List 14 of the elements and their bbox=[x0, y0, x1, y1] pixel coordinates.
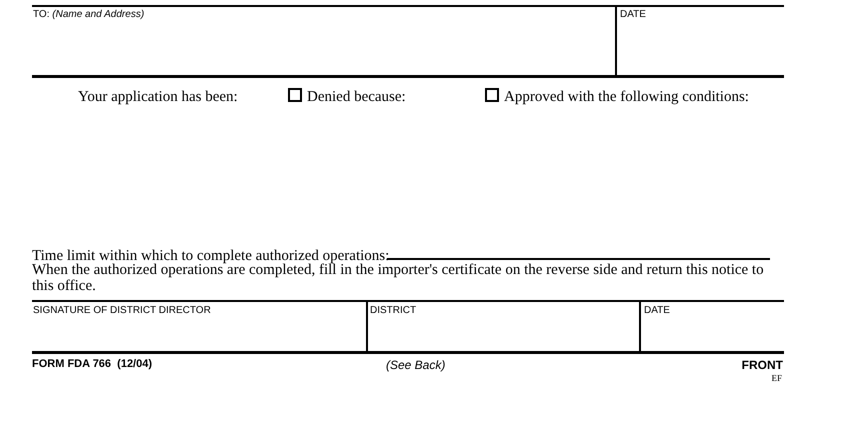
field-caption: DISTRICT bbox=[370, 304, 416, 318]
field-caption: DATE bbox=[644, 304, 670, 318]
instruction-text: Time limit within which to complete authorized operations: bbox=[32, 247, 390, 264]
field-caption: DATE bbox=[620, 8, 646, 22]
option-label: Approved with the following conditions: bbox=[504, 88, 749, 107]
note-text: (See Back) bbox=[386, 357, 446, 374]
option-label: Denied because: bbox=[307, 88, 406, 107]
statement-text: Your application has been: bbox=[78, 88, 238, 107]
page-side-label: FRONT bbox=[742, 357, 783, 374]
field-caption: TO: (Name and Address) bbox=[33, 8, 144, 22]
instruction-text: When the authorized operations are completed, fill in the importer's certificate on the reverse side and return this notice to this office. bbox=[32, 262, 765, 294]
print-code: EF bbox=[771, 372, 782, 385]
field-caption: SIGNATURE OF DISTRICT DIRECTOR bbox=[33, 304, 211, 318]
form-number: FORM FDA 766 (12/04) bbox=[32, 357, 152, 372]
